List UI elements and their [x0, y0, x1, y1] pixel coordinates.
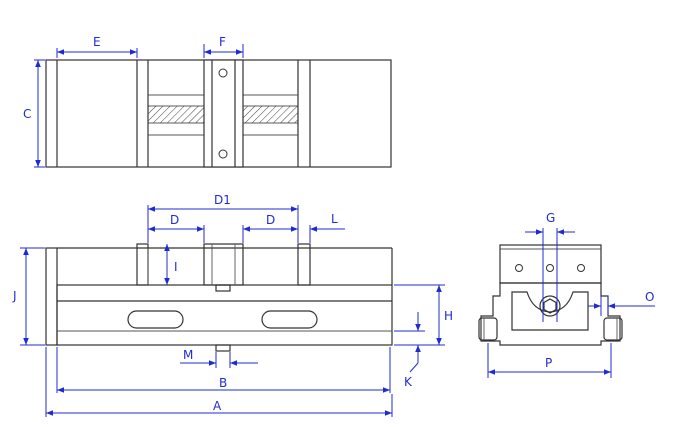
label-B: B — [219, 376, 227, 390]
dimension-J: J — [12, 247, 45, 346]
side-clamp-right — [603, 317, 623, 341]
top-center-jaw — [203, 59, 244, 168]
top-left-hatched-slot — [147, 105, 205, 124]
label-F: F — [219, 35, 226, 49]
dimension-M: M — [180, 348, 258, 368]
dimension-K: K — [394, 312, 425, 389]
side-hole-left — [515, 264, 523, 272]
dimension-F: F — [203, 35, 244, 58]
label-O: O — [645, 290, 654, 304]
dimension-H: H — [394, 284, 453, 346]
label-A: A — [213, 399, 222, 413]
label-K: K — [404, 375, 413, 389]
front-left-slot — [127, 310, 184, 329]
label-D-left: D — [170, 213, 179, 227]
top-right-hatched-slot — [242, 105, 299, 124]
dimension-D-left: D — [148, 213, 205, 243]
dimension-A: A — [45, 347, 393, 417]
label-P: P — [545, 356, 552, 370]
label-D1: D1 — [214, 193, 231, 207]
label-C: C — [23, 107, 31, 121]
label-E: E — [93, 35, 101, 49]
dimension-L: L — [280, 212, 345, 243]
dimension-P: P — [487, 343, 612, 378]
side-hole-right — [577, 264, 585, 272]
front-view — [45, 243, 393, 352]
side-screw-hex — [543, 298, 557, 314]
top-jaw-hole-upper — [218, 68, 228, 78]
dimension-E: E — [56, 35, 138, 58]
front-right-slot — [261, 310, 318, 329]
label-J: J — [12, 289, 17, 303]
dimension-O: O — [588, 290, 655, 316]
top-jaw-hole-lower — [218, 149, 228, 159]
label-I: I — [174, 260, 178, 274]
side-clamp-left — [478, 317, 498, 341]
side-view — [478, 244, 623, 346]
top-view — [45, 59, 392, 168]
dimension-I: I — [164, 244, 178, 285]
dimension-D1: D1 — [147, 193, 299, 243]
dimension-G: G — [525, 211, 575, 322]
label-M: M — [183, 348, 193, 362]
side-screw-head — [539, 295, 561, 317]
label-D-right: D — [266, 213, 275, 227]
label-G: G — [546, 211, 555, 225]
label-L: L — [331, 212, 338, 226]
label-H: H — [444, 309, 453, 323]
dimension-B: B — [56, 347, 391, 393]
dimension-D-right: D — [242, 213, 298, 243]
dimension-C: C — [23, 59, 45, 168]
side-hole-center — [546, 264, 554, 272]
